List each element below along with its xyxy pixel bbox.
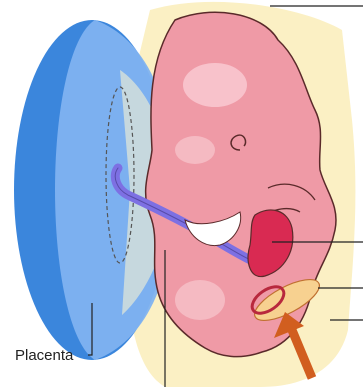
placenta-label: Placenta (15, 347, 74, 364)
body-highlight (175, 136, 215, 164)
lower-body-highlight (175, 280, 225, 320)
head-highlight (183, 63, 247, 107)
